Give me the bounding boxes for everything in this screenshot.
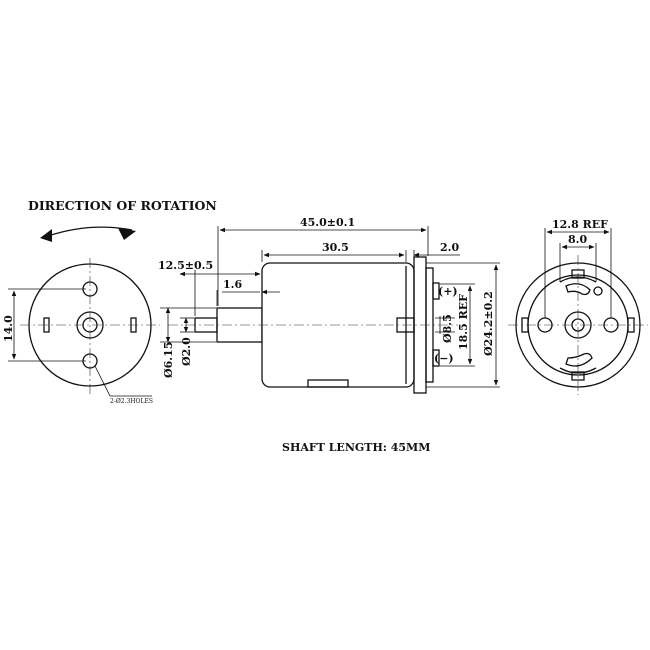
body-length-label: 30.5 bbox=[322, 241, 349, 254]
shaft-length-note: SHAFT LENGTH: 45MM bbox=[282, 441, 430, 454]
overall-length-label: 45.0±0.1 bbox=[300, 216, 355, 229]
rear-view bbox=[508, 228, 648, 395]
boss-len-label: 1.6 bbox=[223, 278, 242, 291]
boss-dia-label: Ø6.15 bbox=[162, 342, 175, 378]
side-view bbox=[168, 256, 458, 394]
end-cap-label: 2.0 bbox=[440, 241, 459, 254]
side-dimensions bbox=[160, 226, 500, 388]
rotation-arrow-icon bbox=[40, 226, 136, 242]
right-inner-label: 8.0 bbox=[568, 233, 587, 246]
right-span-label: 12.8 REF bbox=[552, 218, 608, 231]
bearing-dia-label: Ø8.5 bbox=[441, 314, 454, 343]
shaft-ext-label: 12.5±0.5 bbox=[158, 259, 213, 272]
front-view bbox=[8, 258, 160, 397]
body-dia-label: Ø24.2±0.2 bbox=[482, 291, 495, 356]
holes-label: 2-Ø2.3HOLES bbox=[110, 398, 153, 405]
terminal-negative-label: (−) bbox=[434, 352, 454, 365]
terminal-span-label: 18.5 REF bbox=[457, 294, 470, 350]
terminal-positive-label: (+) bbox=[438, 285, 458, 298]
shaft-dia-label: Ø2.0 bbox=[180, 337, 193, 366]
left-height-label: 14.0 bbox=[2, 315, 15, 342]
direction-title: DIRECTION OF ROTATION bbox=[28, 198, 217, 213]
